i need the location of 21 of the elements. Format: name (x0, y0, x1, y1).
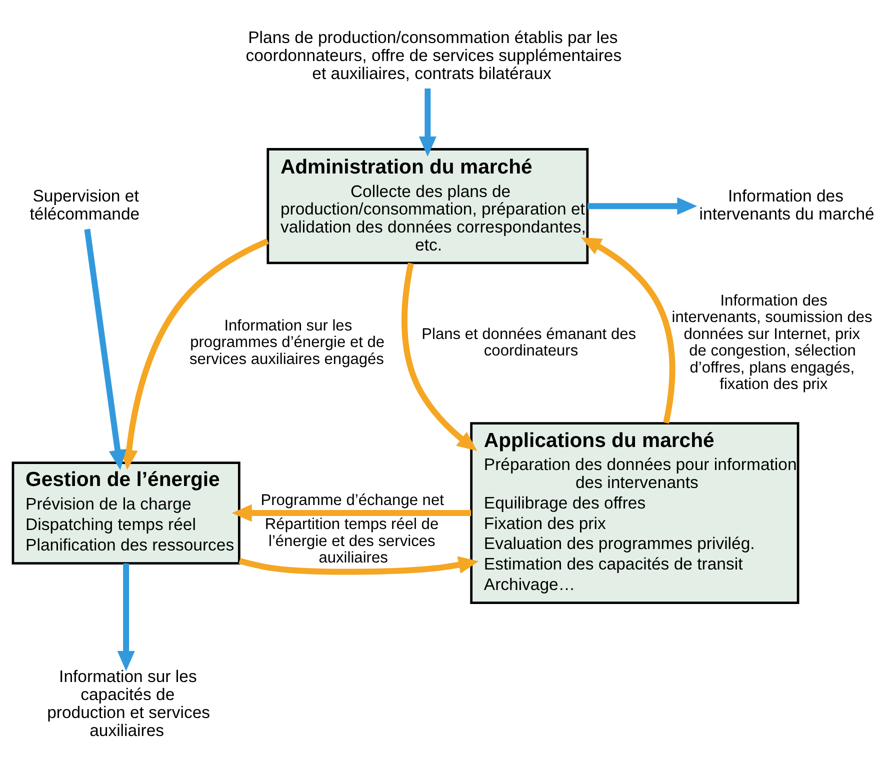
arrow (581, 236, 676, 424)
edge-label: Répartition temps réel de l’énergie et des services auxiliaires (264, 516, 439, 566)
edge-label: Programme d’échange net (260, 492, 444, 509)
arrow (232, 504, 472, 522)
node-text: Information sur les capacités de production et services auxiliaires (47, 666, 210, 740)
node-box: Applications du marché Préparation des données pour information des intervenants Equilibrage des offres Fixation des prix Evaluation des programmes privilég. Estimation des capacités de transit Archivage… (470, 422, 800, 604)
node-text: Plans de production/consommation établis par les coordonnateurs, offre de services supplémentaires et auxiliaires, contrats bilatéraux (246, 27, 622, 82)
node-box: Gestion de l’énergie Prévision de la charge Dispatching temps réel Planification des ressources (12, 461, 240, 564)
edge-label: Plans et données émanant des coordinateurs (422, 325, 636, 360)
node-box: Administration du marché Collecte des plans de production/consommation, préparation et validation des données correspondantes, etc. (266, 148, 589, 264)
arrow (84, 228, 126, 470)
arrow (117, 562, 135, 671)
edge-label: Information des intervenants, soumission des données sur Internet, prix de congestion, sélection d’offres, plans engagés, fixation des prix (672, 292, 872, 393)
node-text: Supervision et télécommande (30, 186, 140, 223)
arrow (588, 196, 698, 214)
arrow (238, 556, 479, 574)
edge-label: Information sur les programmes d’énergie et de services auxiliaires engagés (190, 316, 385, 368)
arrow (402, 262, 478, 450)
arrow (418, 88, 436, 156)
node-text: Information des intervenants du marché (699, 186, 874, 223)
arrow (120, 238, 269, 470)
